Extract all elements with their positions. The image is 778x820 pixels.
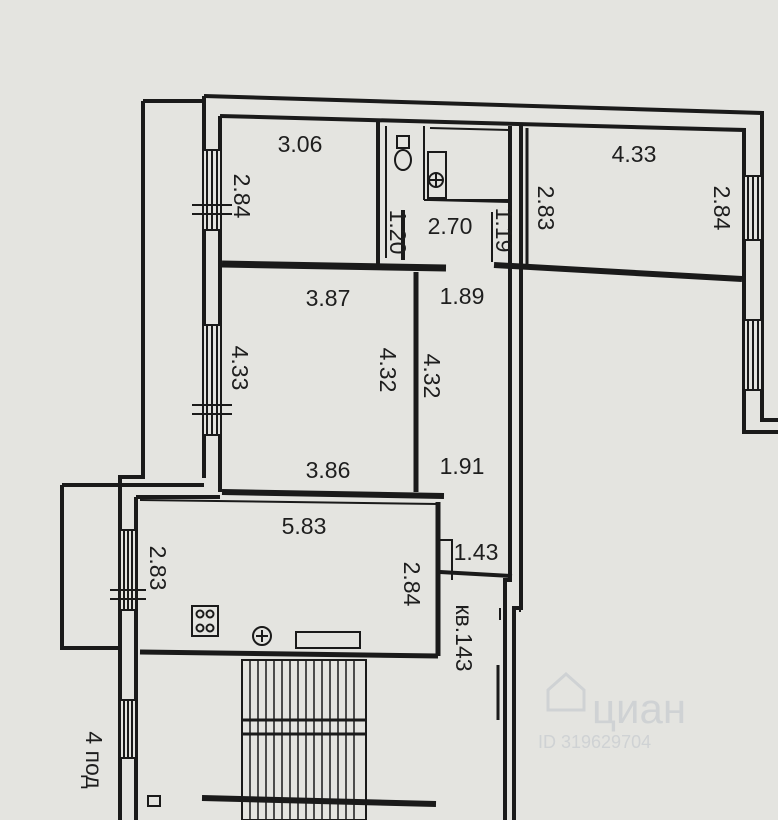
entrance-label: 4 под bbox=[81, 731, 107, 789]
dim-kitchen-left: 2.83 bbox=[145, 546, 171, 591]
stove-icon bbox=[191, 605, 219, 637]
dim-corridor-left: 4.32 bbox=[419, 354, 445, 399]
window-room-2 bbox=[743, 175, 763, 391]
dim-r1-height: 2.84 bbox=[229, 174, 255, 219]
window-living bbox=[192, 324, 232, 436]
dim-bath-right: 1.19 bbox=[491, 208, 517, 253]
dim-kitchen-width: 5.83 bbox=[282, 513, 327, 539]
watermark: циан ID 319629704 bbox=[538, 671, 686, 752]
dim-corridor-bottom: 1.91 bbox=[440, 453, 485, 479]
staircase bbox=[147, 659, 437, 820]
dim-living-right: 4.32 bbox=[375, 348, 401, 393]
walls bbox=[60, 94, 778, 820]
door-marks bbox=[401, 210, 521, 720]
dim-corridor-top: 1.89 bbox=[440, 283, 485, 309]
window-kitchen bbox=[110, 529, 146, 611]
dim-bath-width: 2.70 bbox=[428, 213, 473, 239]
dim-r2-left: 2.83 bbox=[533, 186, 559, 231]
watermark-logo-icon bbox=[546, 671, 586, 712]
dim-r1-width: 3.06 bbox=[278, 131, 323, 157]
dim-r2-right: 2.84 bbox=[709, 186, 735, 231]
window-stair bbox=[119, 699, 137, 759]
dim-bath-left: 1.20 bbox=[385, 210, 411, 255]
sink-icon bbox=[252, 626, 272, 646]
toilet-icon bbox=[394, 135, 412, 171]
dim-r2-width: 4.33 bbox=[612, 141, 657, 167]
watermark-id: ID 319629704 bbox=[538, 732, 651, 752]
windows bbox=[110, 149, 763, 759]
window-room-1 bbox=[192, 149, 232, 231]
dimension-labels: 3.06 2.84 2.70 1.20 1.19 2.83 4.33 2.84 … bbox=[81, 131, 735, 789]
dim-hall-width: 1.43 bbox=[454, 539, 499, 565]
dim-living-bottom: 3.86 bbox=[306, 457, 351, 483]
counter bbox=[295, 631, 361, 649]
bathtub-icon bbox=[427, 151, 447, 199]
apartment-number: кв.143 bbox=[451, 604, 477, 671]
partitions bbox=[139, 122, 743, 659]
dim-kitchen-right: 2.84 bbox=[399, 562, 425, 607]
bathroom-lines bbox=[385, 126, 511, 258]
dim-living-left: 4.33 bbox=[227, 346, 253, 391]
dim-living-top: 3.87 bbox=[306, 285, 351, 311]
watermark-brand: циан bbox=[592, 685, 686, 732]
